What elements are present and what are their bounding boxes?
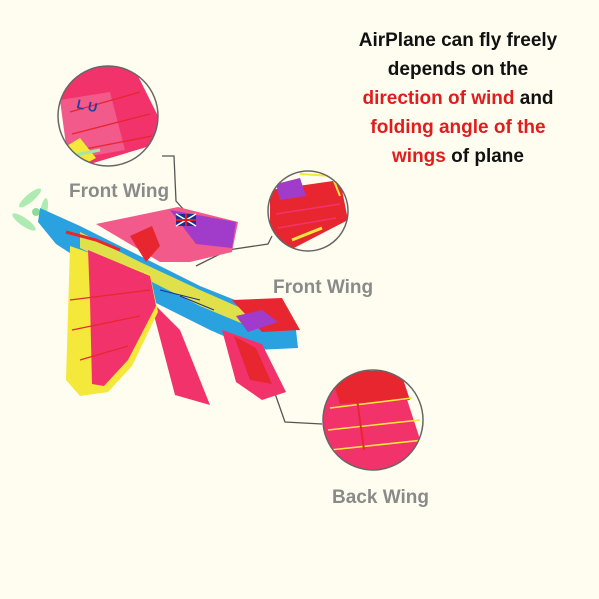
airplane [12,188,300,405]
zoom-circle-front-wing-2 [267,170,349,252]
callout-line-front-wing-2 [195,235,273,267]
headline-line-1: AirPlane can fly freely [358,30,558,51]
label-back-wing: Back Wing [332,487,429,508]
headline: AirPlane can fly freely depends on the d… [330,26,586,171]
wing-back-lower [150,300,210,405]
highlight-folding-angle: folding angle of the [370,117,546,138]
label-front-wing-2: Front Wing [273,277,374,298]
headline-line-5: wings of plane [330,142,586,171]
zoom-circle-front-wing-1: L U [57,65,159,167]
highlight-wings: wings [392,146,446,167]
headline-line-3-rest: and [514,88,554,109]
fin-top [130,226,160,262]
headline-line-2: depends on the [387,59,529,80]
svg-text:L U: L U [75,96,98,115]
headline-line-3: direction of wind and [330,84,586,113]
callout-line-front-wing-1 [162,155,185,211]
highlight-wind: direction of wind [362,88,515,109]
label-front-wing-1: Front Wing [69,181,170,202]
headline-line-4: folding angle of the [330,113,586,142]
headline-line-5-rest: of plane [445,146,524,167]
zoom-circle-back-wing [322,369,424,471]
